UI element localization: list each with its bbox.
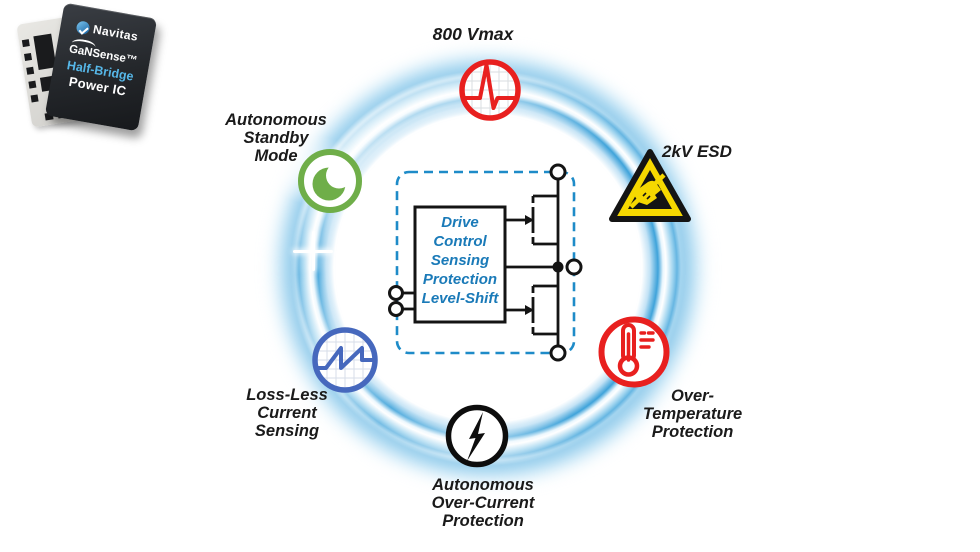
chip-package-image: Navitas GaNSense™ Half-Bridge Power IC: [8, 0, 168, 150]
lightning-bolt-icon: [445, 404, 509, 468]
controller-line-protection: Protection: [423, 271, 497, 288]
label-800-vmax: 800 Vmax: [432, 24, 514, 44]
circuit-terminals: [388, 163, 583, 362]
thermometer-icon: [598, 316, 670, 388]
controller-line-control: Control: [433, 233, 487, 250]
voltage-spike-icon: [459, 59, 521, 121]
ic-dashed-boundary: [395, 170, 576, 355]
label-overtemp: Over- Temperature Protection: [642, 387, 743, 441]
switch-node-dot: [552, 261, 564, 273]
brand-name: Navitas: [92, 22, 140, 44]
controller-line-levelshift: Level-Shift: [422, 290, 500, 307]
label-2kv-esd: 2kV ESD: [662, 142, 732, 161]
label-standby-mode: Autonomous Standby Mode: [225, 111, 327, 165]
gate-arrow-top: [525, 215, 534, 225]
controller-box: [413, 205, 507, 324]
half-bridge-circuit-diagram: Drive Control Sensing Protection Level-S…: [388, 163, 583, 362]
label-overcurrent: Autonomous Over-Current Protection: [431, 476, 535, 530]
controller-line-sensing: Sensing: [431, 252, 489, 269]
navitas-logo-icon: [75, 19, 91, 35]
moon-icon: [298, 149, 362, 213]
chip-top-face: Navitas GaNSense™ Half-Bridge Power IC: [44, 2, 158, 132]
esd-warning-triangle-icon: [609, 149, 691, 222]
controller-line-drive: Drive: [441, 214, 479, 231]
controller-functions: Drive Control Sensing Protection Level-S…: [422, 214, 500, 307]
label-lossless-sensing: Loss-Less Current Sensing: [246, 386, 328, 440]
gate-arrow-bottom: [525, 305, 534, 315]
current-waveform-icon: [312, 327, 378, 393]
